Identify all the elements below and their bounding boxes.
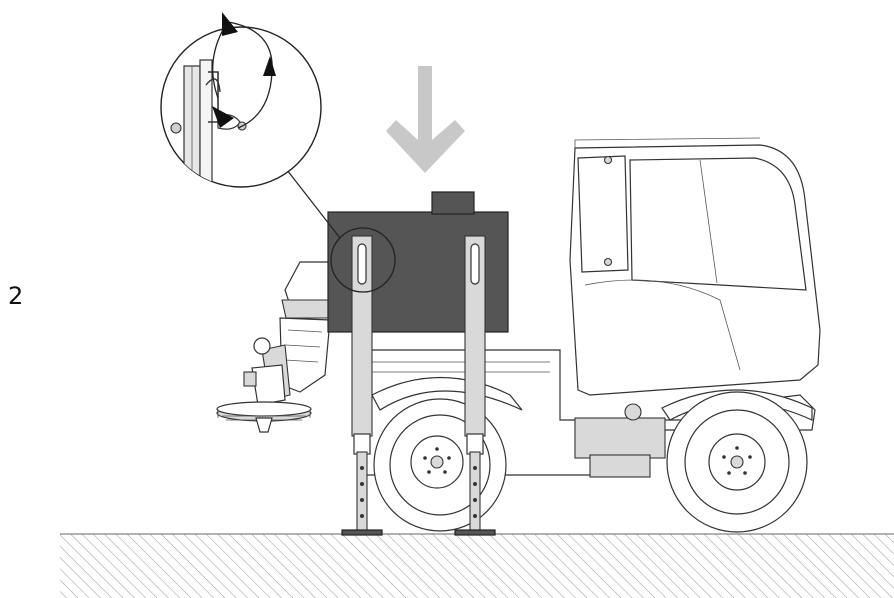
ground bbox=[60, 533, 894, 598]
rotation-arrow-icon bbox=[212, 12, 276, 129]
vehicle bbox=[359, 137, 821, 533]
support-leg-front bbox=[341, 235, 383, 536]
support-leg-rear bbox=[454, 235, 496, 536]
rear-wheel bbox=[666, 391, 808, 533]
step-number: 2 bbox=[8, 282, 24, 310]
front-wheel bbox=[373, 398, 507, 532]
spinner-disc bbox=[216, 401, 312, 433]
pin-detail-view bbox=[160, 26, 322, 188]
down-arrow-icon bbox=[386, 66, 465, 173]
spreader-unit bbox=[216, 261, 353, 433]
detail-leader-line bbox=[286, 169, 341, 239]
pin-highlight-circle bbox=[330, 227, 396, 293]
